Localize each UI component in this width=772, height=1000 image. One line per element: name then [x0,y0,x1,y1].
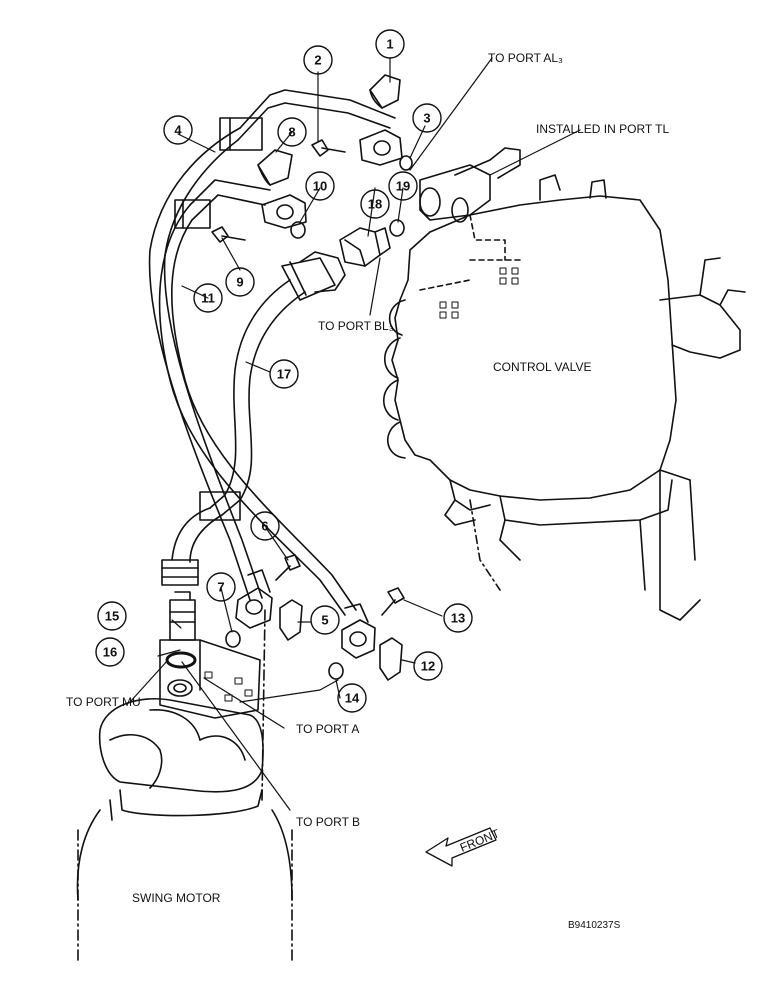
label-swing-motor: SWING MOTOR [132,891,221,905]
label-to-port-bl3: TO PORT BL₃ [318,319,394,333]
label-to-port-mu: TO PORT MU [66,695,141,709]
callout-7: 7 [217,580,224,595]
flange-clamp-8 [257,149,293,186]
callout-13: 13 [451,611,465,626]
callout-2: 2 [314,53,321,68]
hose-11 [158,179,357,616]
label-to-port-b: TO PORT B [296,815,360,829]
label-to-port-a: TO PORT A [296,722,359,736]
hose-17-nut [161,559,199,586]
o-ring-19 [389,219,405,237]
callout-16: 16 [103,645,117,660]
bolt-13 [381,587,405,616]
tl-port-fitting [419,147,521,223]
o-ring-16 [165,651,197,669]
hose-17 [171,251,346,563]
adapter-18 [339,227,391,267]
o-ring-3 [399,155,413,171]
callout-9: 9 [236,275,243,290]
o-ring-7 [225,630,241,648]
callout-11: 11 [201,291,215,306]
callout-14: 14 [345,691,360,706]
flange-clamp-5 [279,599,303,641]
flange-clamp-1 [369,74,401,109]
flange-hose11-lower [341,603,376,659]
flange-hose4 [359,129,403,166]
label-to-port-al3: TO PORT AL₃ [488,51,563,65]
callout-12: 12 [421,659,435,674]
bolt-2 [311,139,346,157]
flange-hose4-lower [235,569,273,629]
control-valve-body [383,174,746,621]
callout-17: 17 [277,367,291,382]
adapter-15 [169,591,196,641]
bolt-6 [275,554,301,581]
leader-lines [129,57,581,811]
label-front: FRONT [458,826,502,855]
callout-6: 6 [261,519,268,534]
label-installed-port-tl: INSTALLED IN PORT TL [536,122,669,136]
front-arrow [425,827,497,867]
callout-19: 19 [396,179,410,194]
callout-3: 3 [423,111,430,126]
o-ring-10 [290,221,306,239]
flange-hose11 [261,194,307,229]
callout-8: 8 [288,125,295,140]
callout-15: 15 [105,609,119,624]
bolt-9 [211,226,246,243]
callout-5: 5 [321,613,328,628]
callout-10: 10 [313,179,327,194]
callout-1: 1 [386,37,393,52]
swing-motor [76,639,293,961]
callout-18: 18 [368,197,382,212]
callout-4: 4 [174,123,182,138]
label-control-valve: CONTROL VALVE [493,360,591,374]
figure-code: B9410237S [568,920,621,931]
callout-circles [95,29,473,713]
o-ring-14 [328,662,344,680]
flange-clamp-12 [379,637,403,681]
